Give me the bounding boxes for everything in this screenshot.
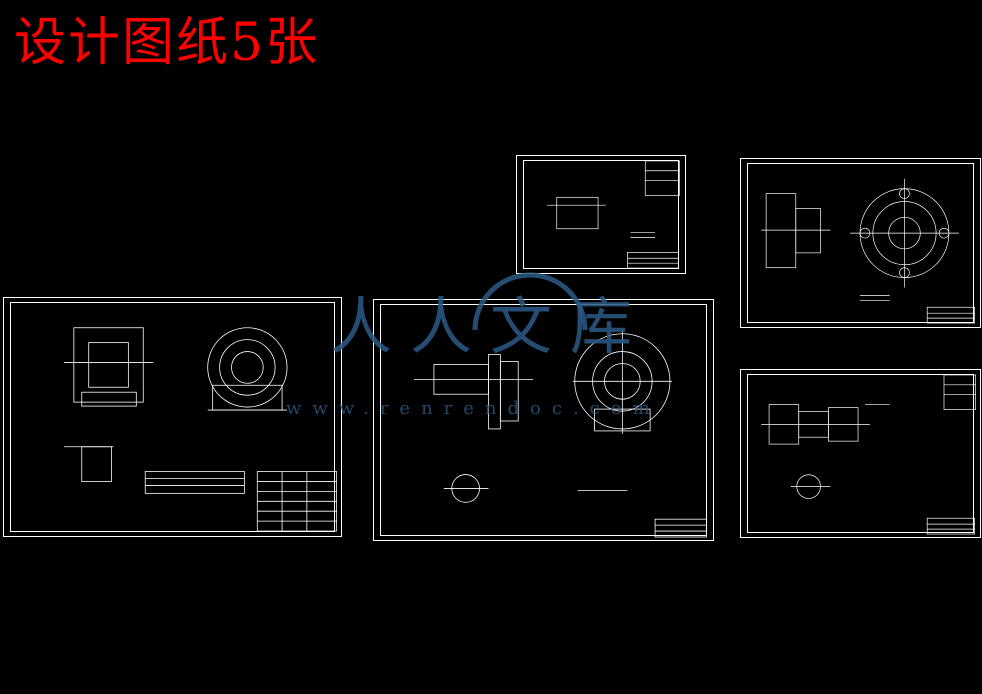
flange-drawing-graphic xyxy=(761,178,975,324)
shaft-drawing-graphic xyxy=(761,374,976,535)
drawing-sheet-end-cover[interactable] xyxy=(373,299,714,541)
drawing-sheet-shaft[interactable] xyxy=(740,369,981,538)
key-drawing-graphic xyxy=(546,160,680,269)
watermark-url: www.renrendoc.com xyxy=(286,398,661,419)
drawing-sheet-key[interactable] xyxy=(516,155,686,274)
drawing-sheet-flange[interactable] xyxy=(740,158,981,328)
page-title: 设计图纸5张 xyxy=(14,13,320,73)
drawing-sheet-assembly[interactable] xyxy=(3,297,342,537)
end-cover-drawing-graphic xyxy=(414,329,708,538)
assembly-drawing-graphic xyxy=(63,327,338,532)
